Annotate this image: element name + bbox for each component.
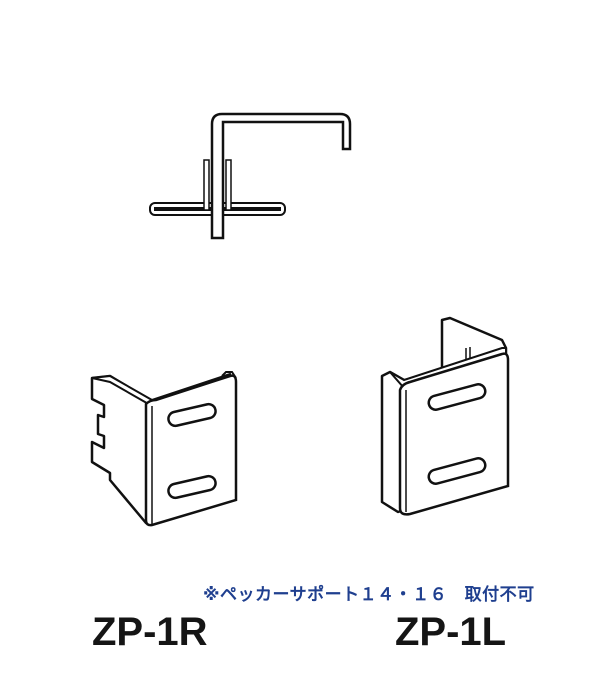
compatibility-note: ※ペッカーサポート１４・１６ 取付不可 bbox=[203, 585, 535, 605]
model-label-zp-1l: ZP-1L bbox=[395, 610, 507, 654]
zp-1l-bracket-diagram bbox=[370, 310, 520, 520]
model-label-zp-1r: ZP-1R bbox=[92, 610, 208, 654]
zp-1r-bracket-diagram bbox=[80, 360, 260, 540]
top-section-diagram bbox=[140, 100, 370, 250]
